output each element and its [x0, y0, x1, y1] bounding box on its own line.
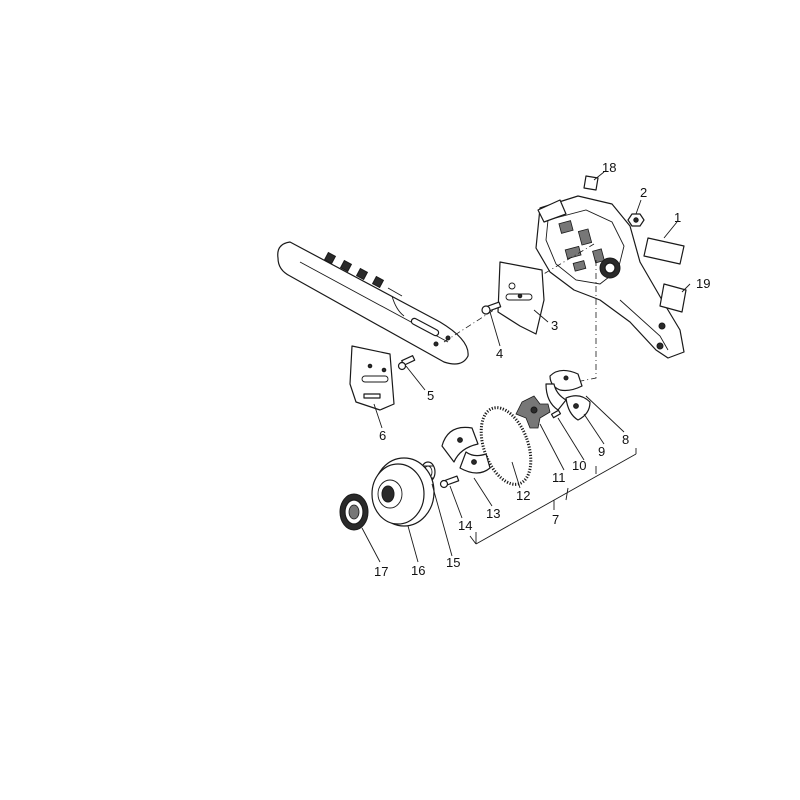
callout-3: 3: [551, 318, 558, 333]
callout-18: 18: [602, 160, 616, 175]
callout-8: 8: [622, 432, 629, 447]
nut-2-part: [627, 213, 645, 227]
spring-ring-12-part: [479, 406, 533, 486]
callout-2: 2: [640, 185, 647, 200]
guide-bar-part: [277, 241, 469, 365]
clutch-drum-16-part: [371, 457, 435, 527]
pin-10-part: [550, 409, 562, 419]
clutch-hub-11-part: [515, 395, 551, 429]
callout-10: 10: [572, 458, 586, 473]
callout-17: 17: [374, 564, 388, 579]
clutch-shoe-9-part: [565, 395, 591, 421]
callout-16: 16: [411, 563, 425, 578]
screw-5-part: [397, 355, 416, 371]
label-1-part: [643, 237, 685, 265]
sprocket-17-part: [339, 493, 369, 531]
clutch-shoe-8-part: [545, 369, 583, 411]
guide-plate-6-part: [349, 345, 395, 411]
callout-4: 4: [496, 346, 503, 361]
alignment-line: [575, 260, 597, 383]
callout-13: 13: [486, 506, 500, 521]
callout-14: 14: [458, 518, 472, 533]
clutch-cover-part: [535, 195, 685, 359]
clutch-shoe-13-part: [441, 426, 491, 474]
leader-lines: [361, 171, 691, 563]
decal-19-part: [659, 283, 687, 313]
callout-5: 5: [427, 388, 434, 403]
bolt-4-part: [481, 301, 502, 315]
guide-plate-3-part: [497, 261, 545, 335]
callout-1: 1: [674, 210, 681, 225]
callout-12: 12: [516, 488, 530, 503]
callout-7: 7: [552, 512, 559, 527]
callout-11: 11: [552, 470, 566, 485]
screw-14-part: [439, 475, 460, 489]
callout-19: 19: [696, 276, 710, 291]
callout-15: 15: [446, 555, 460, 570]
callout-9: 9: [598, 444, 605, 459]
callout-6: 6: [379, 428, 386, 443]
callout-labels: 1 2 3 4 5 6 7 8 9 10 11 12 13 14 15 16 1…: [374, 160, 710, 579]
